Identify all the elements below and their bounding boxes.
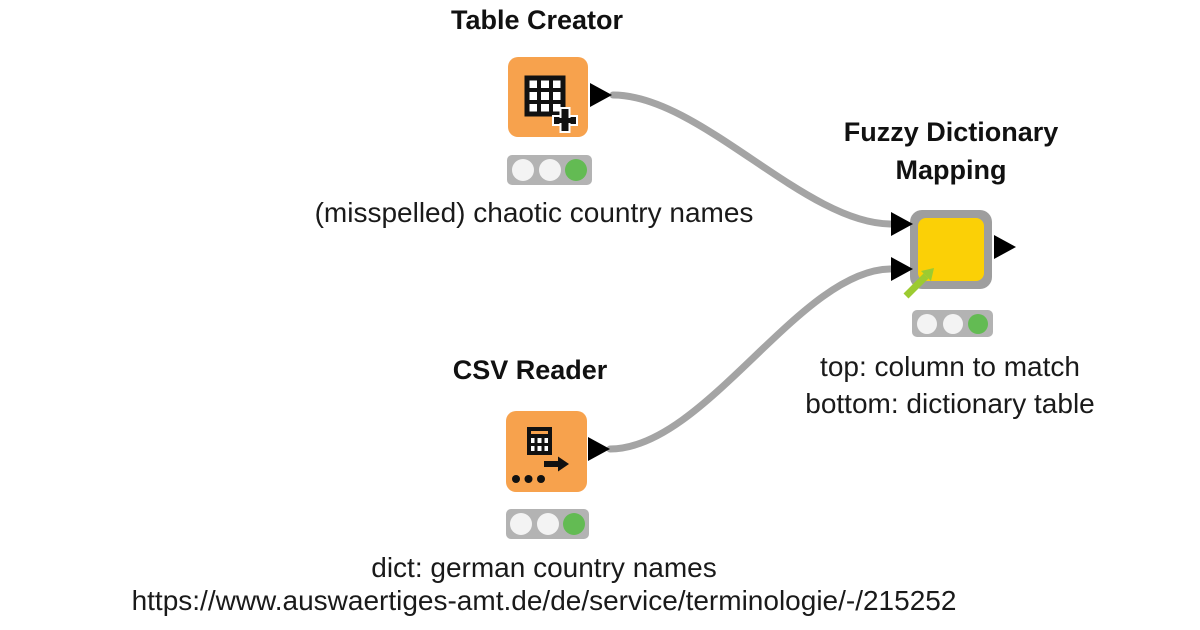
- annotation-csv-reader: dict: german country names https://www.a…: [132, 551, 957, 617]
- annotation-line2: bottom: dictionary table: [805, 388, 1095, 419]
- node-csv-reader[interactable]: [506, 411, 587, 492]
- input-port-top-fuzzy-mapping[interactable]: [891, 212, 913, 236]
- status-light-idle: [511, 159, 534, 181]
- status-light-idle: [510, 513, 533, 535]
- status-light-configured: [942, 313, 963, 334]
- connection-csv-reader-to-fuzzy-bottom[interactable]: [606, 265, 895, 453]
- node-title-table-creator: Table Creator: [450, 5, 624, 35]
- annotation-line1: top: column to match: [820, 351, 1080, 382]
- status-light-executed: [967, 313, 988, 334]
- table-plus-icon: [524, 75, 578, 133]
- input-port-bottom-fuzzy-mapping[interactable]: [891, 257, 913, 281]
- annotation-table-creator: (misspelled) chaotic country names: [314, 197, 754, 228]
- output-port-csv-reader[interactable]: [588, 437, 610, 461]
- output-port-table-creator[interactable]: [590, 83, 612, 107]
- status-light-executed: [565, 159, 588, 181]
- status-light-idle: [917, 313, 938, 334]
- annotation-line1: dict: german country names: [371, 552, 717, 583]
- status-traffic-light-csv-reader: [506, 509, 589, 539]
- status-light-configured: [538, 159, 561, 181]
- node-title-line2: Mapping: [895, 155, 1007, 185]
- node-table-creator[interactable]: [508, 57, 588, 137]
- annotation-url-line: https://www.auswaertiges-amt.de/de/servi…: [131, 585, 957, 616]
- node-body-orange[interactable]: [508, 57, 588, 137]
- node-title-csv-reader: CSV Reader: [452, 355, 608, 385]
- node-title-line1: Fuzzy Dictionary: [843, 117, 1059, 147]
- table-export-icon: [512, 427, 569, 483]
- node-body-orange[interactable]: [506, 411, 587, 492]
- status-light-configured: [536, 513, 559, 535]
- connection-table-creator-to-fuzzy-top[interactable]: [609, 91, 895, 228]
- annotation-fuzzy-dictionary-mapping: top: column to match bottom: dictionary …: [805, 348, 1095, 422]
- component-body-yellow[interactable]: [918, 218, 984, 281]
- status-traffic-light-table-creator: [507, 155, 592, 185]
- status-traffic-light-fuzzy-mapping: [912, 310, 993, 337]
- node-title-fuzzy-dictionary-mapping: Fuzzy Dictionary Mapping: [844, 113, 1059, 189]
- node-fuzzy-dictionary-mapping[interactable]: [910, 210, 992, 289]
- output-port-fuzzy-mapping[interactable]: [994, 235, 1016, 259]
- component-frame[interactable]: [910, 210, 992, 289]
- status-light-executed: [562, 513, 585, 535]
